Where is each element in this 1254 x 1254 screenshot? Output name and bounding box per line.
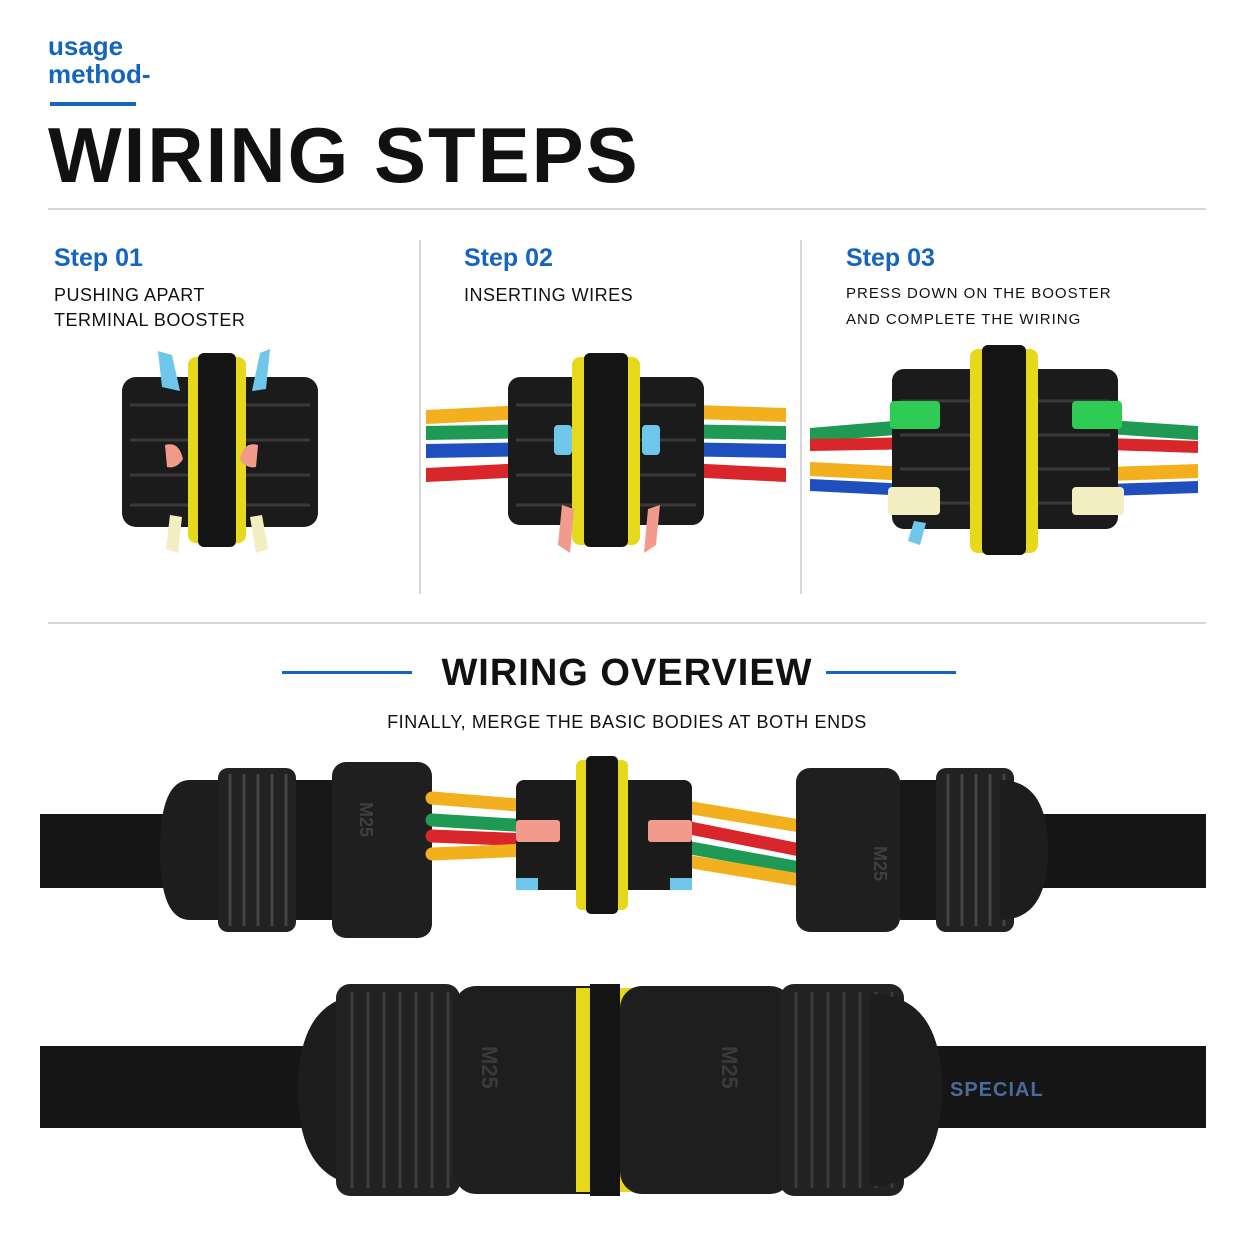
assembled-connector-image: SPECIAL M25 M25 [40, 984, 1206, 1196]
exploded-assembly-image: M25 M25 [40, 756, 1206, 938]
column-divider-2 [800, 240, 802, 594]
step-1-desc: PUSHING APART TERMINAL BOOSTER [54, 283, 404, 333]
step-3-desc-line1: PRESS DOWN ON THE BOOSTER [846, 285, 1112, 302]
page-title: WIRING STEPS [48, 111, 640, 199]
eyebrow-line-1: usage [48, 31, 124, 61]
step-3-desc-line2: AND COMPLETE THE WIRING [846, 311, 1082, 328]
usage-method-label: usage method- [48, 32, 151, 88]
step-2-text: Step 02 INSERTING WIRES [464, 244, 794, 308]
thread-size-marking-assembled-right: M25 [717, 1046, 742, 1089]
step-1-desc-line2: TERMINAL BOOSTER [54, 310, 246, 330]
thread-size-marking-assembled-left: M25 [477, 1046, 502, 1089]
step-3-connector-image [810, 345, 1198, 555]
thread-size-marking-left: M25 [356, 802, 376, 837]
step-2-label: Step 02 [464, 244, 553, 272]
step-2-desc: INSERTING WIRES [464, 283, 794, 308]
step-1-desc-line1: PUSHING APART [54, 285, 205, 305]
step-1-label: Step 01 [54, 244, 143, 272]
column-divider-1 [419, 240, 421, 594]
eyebrow-underline [50, 102, 136, 106]
step-3-text: Step 03 PRESS DOWN ON THE BOOSTER AND CO… [846, 244, 1226, 333]
overview-line-right [826, 671, 956, 674]
eyebrow-line-2: method- [48, 59, 151, 89]
middle-divider [48, 622, 1206, 624]
step-2-connector-image [426, 353, 786, 553]
step-1-text: Step 01 PUSHING APART TERMINAL BOOSTER [54, 244, 404, 333]
step-2-desc-line1: INSERTING WIRES [464, 285, 634, 305]
step-3-desc: PRESS DOWN ON THE BOOSTER AND COMPLETE T… [846, 281, 1226, 333]
overview-title: WIRING OVERVIEW [441, 652, 813, 694]
cable-print-text: SPECIAL [950, 1079, 1044, 1101]
overview-line-left [282, 671, 412, 674]
thread-size-marking-right: M25 [870, 846, 890, 881]
overview-subtitle: FINALLY, MERGE THE BASIC BODIES AT BOTH … [387, 712, 867, 732]
step-1-connector-image [122, 349, 318, 553]
top-divider [48, 208, 1206, 210]
step-3-label: Step 03 [846, 244, 935, 272]
